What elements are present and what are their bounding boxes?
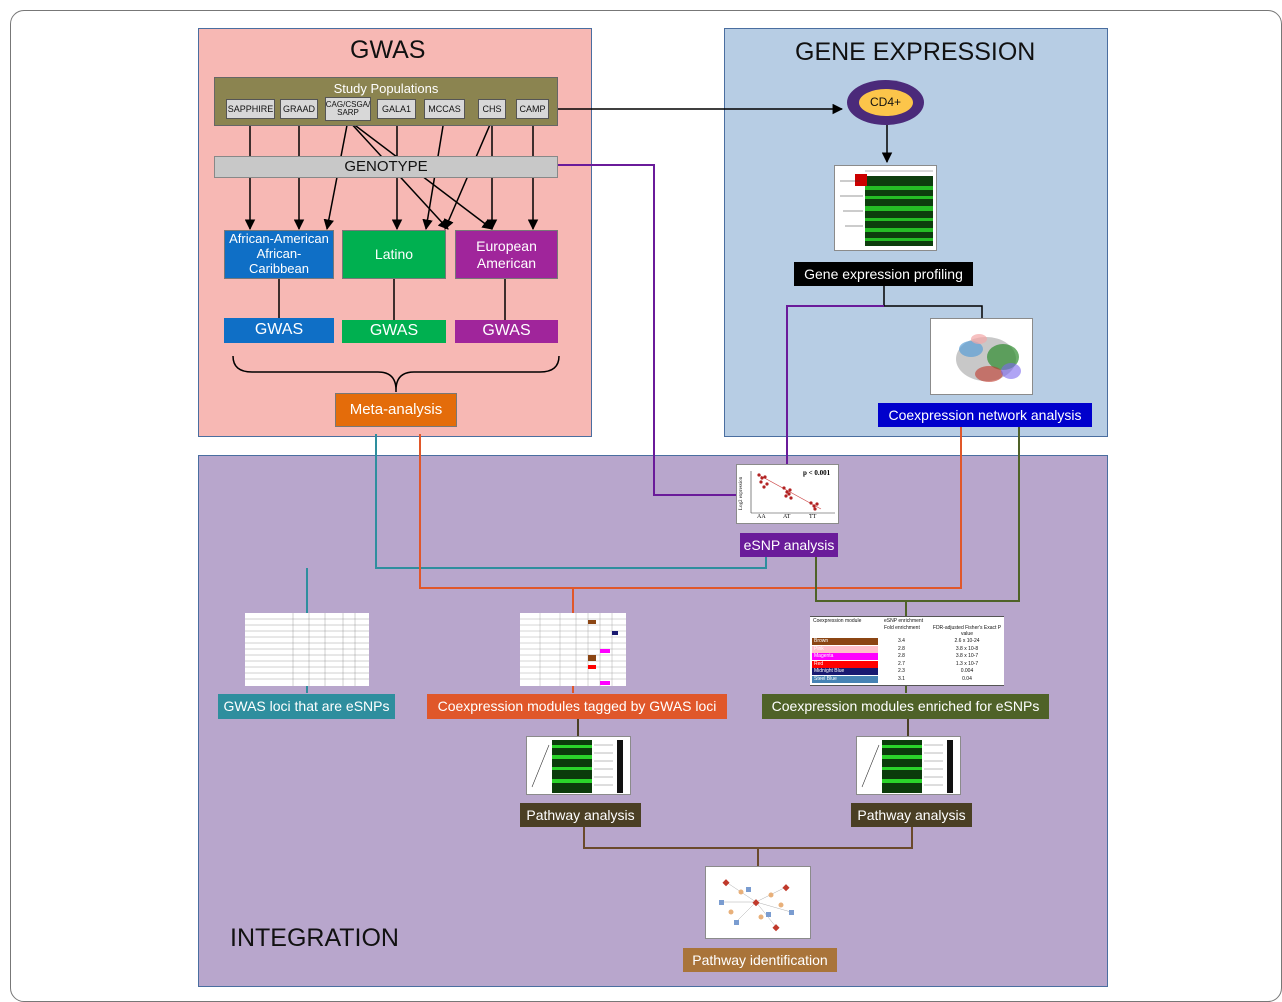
gwas-panel-title: GWAS [350,36,426,64]
pathway-analysis-right-label: Pathway analysis [851,803,972,827]
latino-box: Latino [342,230,446,279]
population-graad: GRAAD [280,99,318,119]
enrichment-row-swatch [812,653,878,661]
european-american-box: European American [455,230,558,279]
expression-heatmap-thumbnail [834,165,937,251]
pathway-heatmap-thumbnail-right [856,736,961,795]
enrichment-row-swatch [812,668,878,676]
pathway-identification-label: Pathway identification [683,948,837,972]
enrichment-row-module: Magenta [814,653,834,660]
gwas-box-european-american: GWAS [455,320,558,343]
gwas-loci-table-thumbnail [245,613,369,686]
enrichment-row-module: Pink [814,645,824,652]
enrichment-row-pvalue: 0.004 [960,668,974,675]
tagged-modules-table-thumbnail [520,613,626,686]
population-cag-csga-sarp: CAG/CSGA/ SARP [325,97,371,121]
population-gala1: GALA1 [377,99,416,119]
enrichment-row-fold: 2.3 [898,668,905,675]
gwas-loci-esnps-label: GWAS loci that are eSNPs [218,694,395,719]
pathway-heatmap-thumbnail-left [526,736,631,795]
esnp-scatter-plot: p < 0.001 Log2 expression AA AT TT [736,464,839,524]
enrichment-row-fold: 2.8 [898,653,905,660]
cd4-cell: CD4+ [847,80,924,125]
enrichment-header-fold: Fold enrichment [884,625,920,631]
enrichment-row-pvalue: 2.6 x 10-24 [954,638,980,644]
enrichment-header-esnp: eSNP enrichment [884,618,924,624]
coexpression-network-analysis-label: Coexpression network analysis [878,403,1092,427]
enrichment-row-fold: 3.4 [898,638,905,644]
gwas-box-african-american: GWAS [224,318,334,343]
enrichment-row-module: Brown [814,638,829,644]
enrichment-row-fold: 2.8 [898,645,905,652]
enrichment-row-module: Red [814,660,824,667]
study-populations-title: Study Populations [333,81,439,96]
population-camp: CAMP [516,99,549,119]
esnp-plot-cat-at: AT [783,514,791,520]
enrichment-row-pvalue: 0.04 [962,676,972,682]
enrichment-row-swatch [812,676,878,683]
pathway-analysis-left-label: Pathway analysis [520,803,641,827]
gwas-box-latino: GWAS [342,320,446,343]
enrichment-row-swatch [812,645,878,653]
population-sapphire: SAPPHIRE [226,99,275,119]
esnp-plot-cat-aa: AA [757,514,766,520]
enrichment-header-p: FDR-adjusted Fisher's Exact P value [932,625,1002,637]
esnp-plot-cat-tt: TT [809,514,817,520]
enrichment-row-swatch [812,660,878,668]
enrichment-row-module: Midnight Blue [814,668,845,675]
genotype-bar: GENOTYPE [214,156,558,178]
cd4-cell-inner: CD4+ [858,89,913,116]
coexpression-enriched-label: Coexpression modules enriched for eSNPs [762,694,1049,719]
enrichment-header-module: Coexpression module [813,618,862,624]
african-american-box: African-American African-Caribbean [224,230,334,279]
enrichment-row-swatch [812,638,878,645]
esnp-enrichment-table: Coexpression module eSNP enrichment Fold… [810,616,1004,686]
coexpression-tagged-label: Coexpression modules tagged by GWAS loci [427,694,727,719]
gene-expression-panel-title: GENE EXPRESSION [795,38,1036,66]
enrichment-row-pvalue: 1.3 x 10-7 [955,660,979,667]
enrichment-row-fold: 2.7 [898,660,905,667]
population-mccas: MCCAS [424,99,465,119]
enrichment-row-pvalue: 3.8 x 10-7 [955,653,979,660]
enrichment-row-pvalue: 3.8 x 10-8 [955,645,979,652]
gene-expression-profiling-label: Gene expression profiling [794,262,973,286]
coexpression-network-thumbnail [930,318,1033,395]
meta-analysis-box: Meta-analysis [335,393,457,427]
population-chs: CHS [478,99,506,119]
enrichment-row-module: Steel Blue [814,676,837,682]
esnp-analysis-label: eSNP analysis [740,533,838,557]
esnp-plot-pvalue: p < 0.001 [803,469,831,477]
integration-panel-title: INTEGRATION [230,924,399,952]
connector-lines [232,103,1020,866]
pathway-network-thumbnail [705,866,811,939]
enrichment-row-fold: 3.1 [898,676,905,682]
enrichment-table-rules [810,616,1004,686]
